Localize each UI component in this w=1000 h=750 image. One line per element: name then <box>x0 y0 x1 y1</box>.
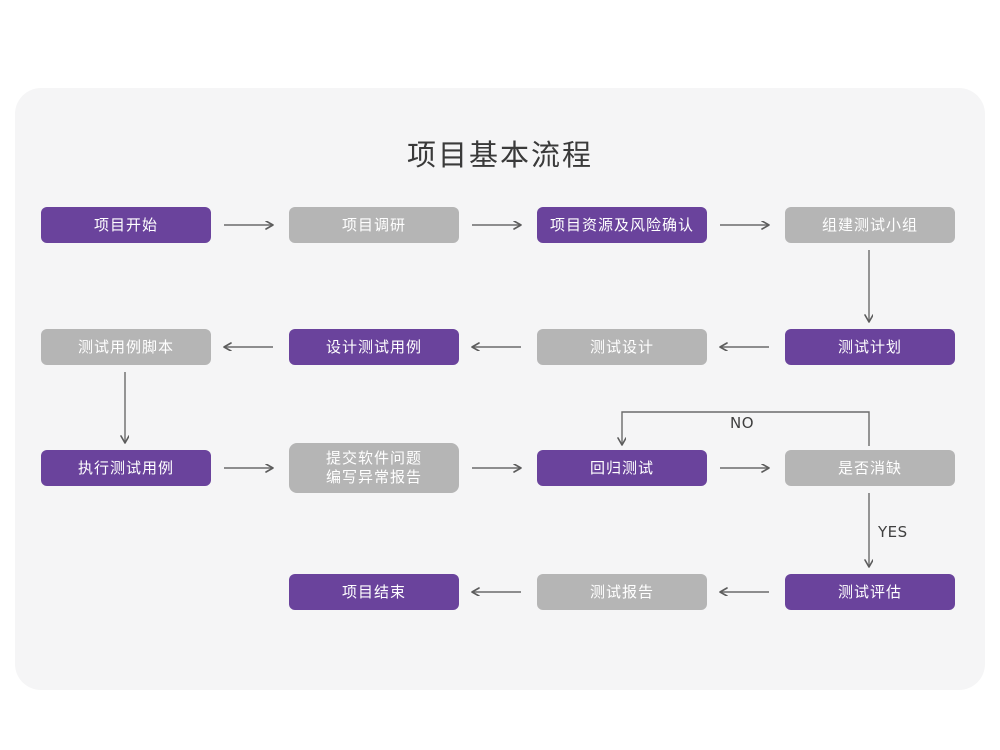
node-defect-resolved[interactable]: 是否消缺 <box>785 450 955 486</box>
node-test-design[interactable]: 测试设计 <box>537 329 707 365</box>
node-project-end[interactable]: 项目结束 <box>289 574 459 610</box>
node-test-case-script[interactable]: 测试用例脚本 <box>41 329 211 365</box>
node-execute-test-case[interactable]: 执行测试用例 <box>41 450 211 486</box>
edge-n12-n11-no <box>622 411 870 446</box>
node-submit-defect-report[interactable]: 提交软件问题 编写异常报告 <box>289 443 459 493</box>
node-test-report[interactable]: 测试报告 <box>537 574 707 610</box>
node-form-test-team[interactable]: 组建测试小组 <box>785 207 955 243</box>
node-test-evaluation[interactable]: 测试评估 <box>785 574 955 610</box>
edge-label-no: NO <box>730 414 755 432</box>
node-project-start[interactable]: 项目开始 <box>41 207 211 243</box>
edge-label-yes: YES <box>878 523 908 541</box>
node-regression-test[interactable]: 回归测试 <box>537 450 707 486</box>
page-title: 项目基本流程 <box>406 138 593 172</box>
node-project-research[interactable]: 项目调研 <box>289 207 459 243</box>
node-test-plan[interactable]: 测试计划 <box>785 329 955 365</box>
node-resource-risk-confirm[interactable]: 项目资源及风险确认 <box>537 207 707 243</box>
node-design-test-case[interactable]: 设计测试用例 <box>289 329 459 365</box>
